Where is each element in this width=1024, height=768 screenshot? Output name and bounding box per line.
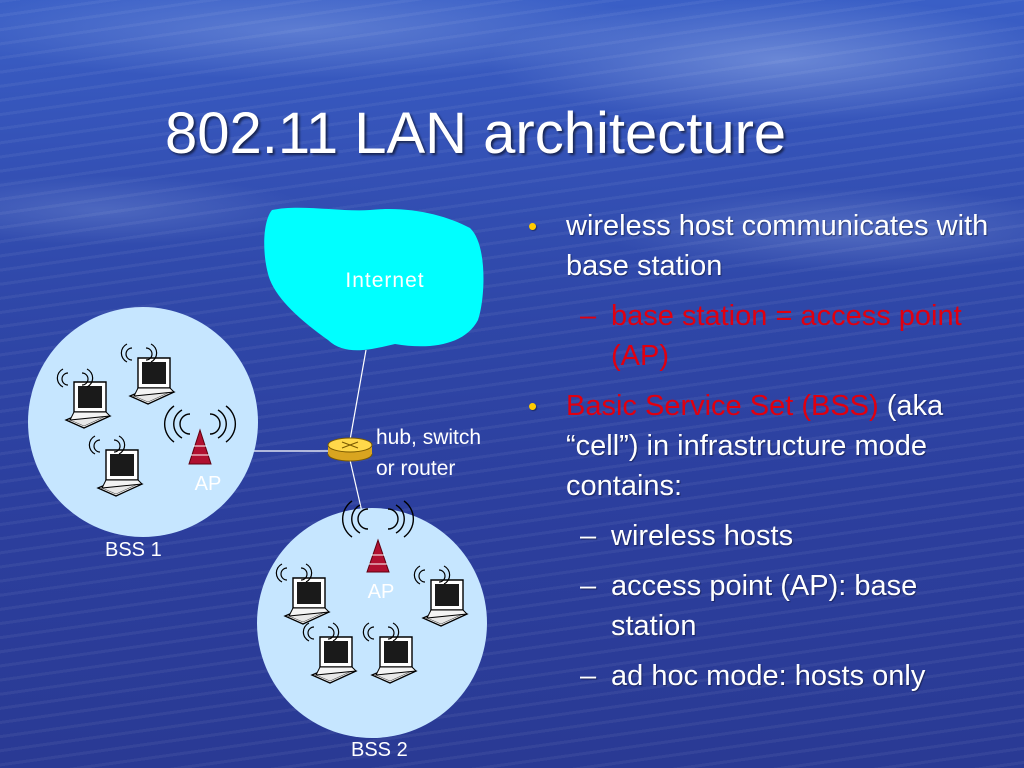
sub-bullet-item: – wireless hosts xyxy=(528,516,1008,556)
bss2-circle xyxy=(257,508,487,738)
bss1-label: BSS 1 xyxy=(105,539,162,561)
dash-icon: – xyxy=(580,300,597,332)
bullet-text: (aka “cell”) in infrastructure mode cont… xyxy=(566,390,944,502)
bullet-text: wireless host communicates with base sta… xyxy=(566,210,989,282)
dash-icon: – xyxy=(580,570,597,602)
link-router-bss2 xyxy=(349,459,363,513)
router-label-line2: or router xyxy=(376,457,455,480)
dash-icon: – xyxy=(580,520,597,552)
sub-bullet-item: – access point (AP): base station xyxy=(528,566,1008,646)
bullet-text-highlight: Basic Service Set (BSS) xyxy=(566,390,879,422)
sub-bullet-item: – ad hoc mode: hosts only xyxy=(528,656,1008,696)
sub-bullet-text: base station = access point (AP) xyxy=(611,300,962,372)
router-label-line1: hub, switch xyxy=(376,426,481,449)
ap2-label: AP xyxy=(368,581,395,603)
sub-bullet-text: ad hoc mode: hosts only xyxy=(611,660,926,692)
slide-title: 802.11 LAN architecture xyxy=(165,101,787,166)
bullet-icon: • xyxy=(528,391,538,421)
link-router-internet xyxy=(349,349,367,441)
bss1-circle xyxy=(28,307,258,537)
sub-bullet-text: access point (AP): base station xyxy=(611,570,918,642)
bullet-item: • wireless host communicates with base s… xyxy=(528,206,1008,286)
sub-bullet-item: – base station = access point (AP) xyxy=(528,296,1008,376)
bullet-item: • Basic Service Set (BSS) (aka “cell”) i… xyxy=(528,386,1008,506)
internet-cloud xyxy=(264,207,484,351)
ap1-label: AP xyxy=(195,473,222,495)
sub-bullet-text: wireless hosts xyxy=(611,520,794,552)
dash-icon: – xyxy=(580,660,597,692)
internet-label: Internet xyxy=(345,269,424,292)
bss2-label: BSS 2 xyxy=(351,739,408,761)
bullet-icon: • xyxy=(528,211,538,241)
bullet-list: • wireless host communicates with base s… xyxy=(528,206,1008,706)
